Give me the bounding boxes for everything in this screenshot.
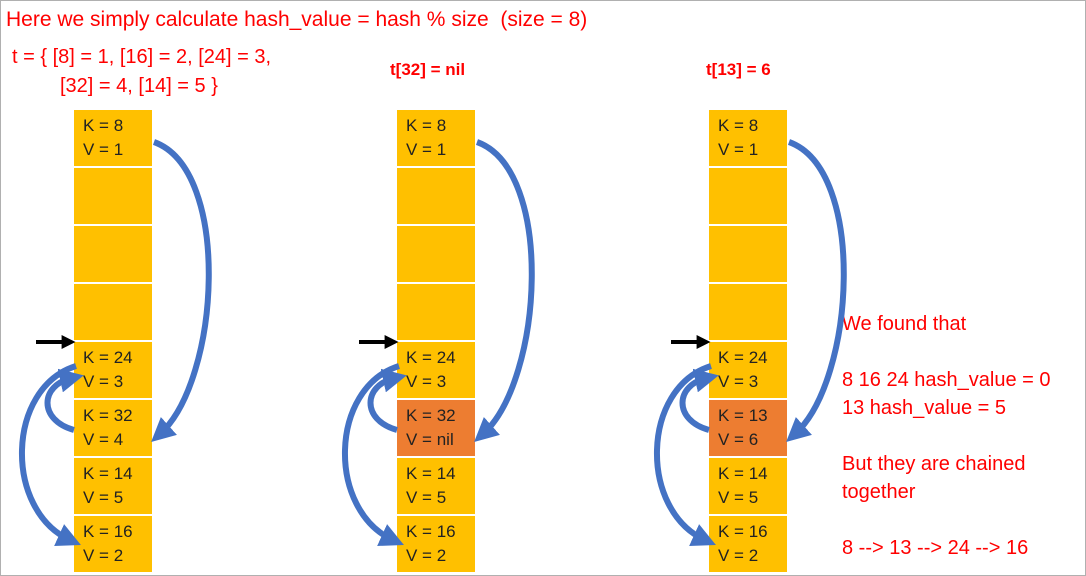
slot-key: K = 16 <box>718 522 768 541</box>
slot-0: K = 8 V = 1 <box>709 110 787 166</box>
slot-key: K = 16 <box>83 522 133 541</box>
slot-6: K = 14 V = 5 <box>74 458 152 514</box>
slot-value: V = 5 <box>83 488 124 507</box>
slot-value: V = 3 <box>83 372 124 391</box>
slot-6: K = 14 V = 5 <box>709 458 787 514</box>
slot-key: K = 8 <box>718 116 759 135</box>
slot-7: K = 16 V = 2 <box>74 516 152 572</box>
slot-key: K = 24 <box>406 348 456 367</box>
slot-value: V = 1 <box>83 140 124 159</box>
slot-value: V = 4 <box>83 430 124 449</box>
slot-value: V = 1 <box>406 140 447 159</box>
slot-key: K = 13 <box>718 406 768 425</box>
slot-value: V = 2 <box>83 546 124 565</box>
slot-0: K = 8 V = 1 <box>397 110 475 166</box>
slot-key: K = 14 <box>83 464 133 483</box>
slot-5-highlighted: K = 32 V = nil <box>397 400 475 456</box>
note-chain-order: 8 --> 13 --> 24 --> 16 <box>842 537 1029 559</box>
slot-key: K = 8 <box>406 116 447 135</box>
slot-3 <box>709 284 787 340</box>
slot-1 <box>709 168 787 224</box>
slot-2 <box>74 226 152 282</box>
column-3-title: t[13] = 6 <box>706 60 771 79</box>
slot-key: K = 32 <box>83 406 133 425</box>
slot-2 <box>709 226 787 282</box>
slot-value: V = 2 <box>406 546 447 565</box>
slot-value: V = 5 <box>406 488 447 507</box>
slot-key: K = 24 <box>718 348 768 367</box>
slot-key: K = 32 <box>406 406 456 425</box>
slot-3 <box>397 284 475 340</box>
slot-3 <box>74 284 152 340</box>
note-together: together <box>842 481 916 503</box>
slot-value: V = 2 <box>718 546 759 565</box>
slot-value: V = 1 <box>718 140 759 159</box>
slot-key: K = 14 <box>718 464 768 483</box>
slot-4: K = 24 V = 3 <box>74 342 152 398</box>
slot-4: K = 24 V = 3 <box>397 342 475 398</box>
slot-value: V = 3 <box>406 372 447 391</box>
slot-6: K = 14 V = 5 <box>397 458 475 514</box>
slot-7: K = 16 V = 2 <box>397 516 475 572</box>
slot-key: K = 8 <box>83 116 124 135</box>
slot-1 <box>74 168 152 224</box>
slot-value: V = nil <box>406 430 454 449</box>
slot-value: V = 3 <box>718 372 759 391</box>
table-definition-line-1: t = { [8] = 1, [16] = 2, [24] = 3, <box>12 46 272 68</box>
note-found-that: We found that <box>842 313 967 335</box>
slot-value: V = 5 <box>718 488 759 507</box>
slot-5-highlighted: K = 13 V = 6 <box>709 400 787 456</box>
slot-key: K = 16 <box>406 522 456 541</box>
slot-2 <box>397 226 475 282</box>
slot-key: K = 14 <box>406 464 456 483</box>
slot-7: K = 16 V = 2 <box>709 516 787 572</box>
slot-5: K = 32 V = 4 <box>74 400 152 456</box>
note-chained: But they are chained <box>842 453 1026 475</box>
table-definition-line-2: [32] = 4, [14] = 5 } <box>60 75 218 97</box>
slot-1 <box>397 168 475 224</box>
slot-0: K = 8 V = 1 <box>74 110 152 166</box>
slide-title: Here we simply calculate hash_value = ha… <box>6 8 588 31</box>
slot-value: V = 6 <box>718 430 759 449</box>
note-hash-value-0: 8 16 24 hash_value = 0 <box>842 369 1051 391</box>
slot-key: K = 24 <box>83 348 133 367</box>
slot-4: K = 24 V = 3 <box>709 342 787 398</box>
note-hash-value-5: 13 hash_value = 5 <box>842 397 1007 419</box>
column-2-title: t[32] = nil <box>390 60 466 79</box>
